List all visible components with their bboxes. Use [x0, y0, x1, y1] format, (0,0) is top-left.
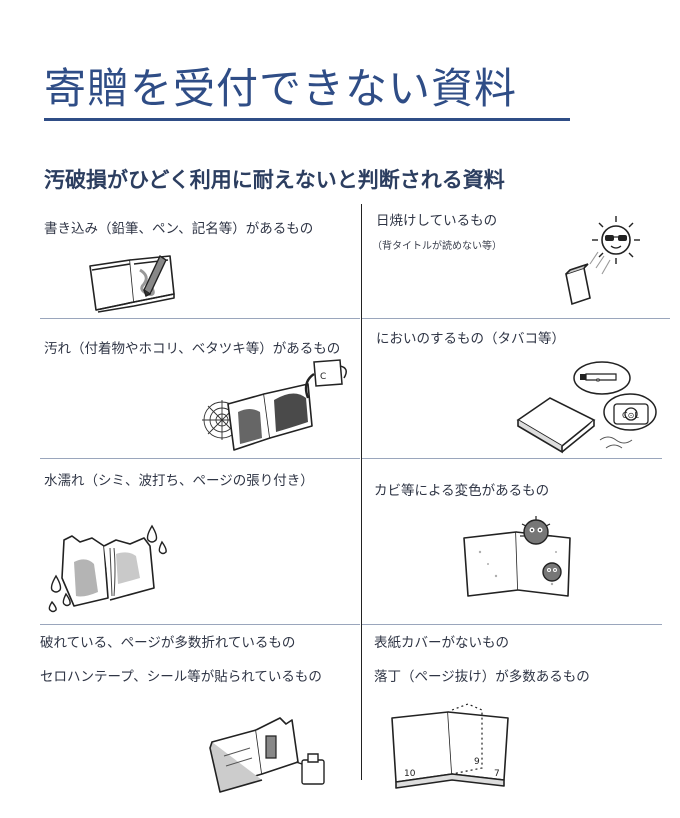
sun-and-faded-book-illustration	[560, 212, 650, 308]
row-divider-1-right	[362, 318, 670, 319]
item-missing-pages-label: 落丁（ページ抜け）が多数あるもの	[374, 669, 590, 685]
perfume-letter: O	[596, 378, 600, 384]
column-divider	[361, 204, 362, 780]
item-dirt-label: 汚れ（付着物やホコリ、ベタツキ等）があるもの	[44, 341, 341, 357]
missing-pages-book-illustration: 10 9 7	[386, 700, 526, 790]
page-number-left: 10	[404, 769, 416, 779]
moldy-book-illustration	[460, 512, 580, 602]
item-mold-label: カビ等による変色があるもの	[374, 483, 550, 499]
item-smell-label: においのするもの（タバコ等）	[376, 331, 565, 347]
item-tape-label: セロハンテープ、シール等が貼られているもの	[40, 669, 322, 685]
dirty-book-illustration: C	[198, 358, 352, 454]
smelly-book-illustration: C⊙L O	[510, 360, 660, 456]
wet-book-illustration	[44, 518, 172, 616]
mold-germ-icon	[520, 516, 552, 544]
page-title: 寄贈を受付できない資料	[44, 64, 518, 113]
coffee-cup-icon	[306, 360, 346, 398]
camera-letters: C⊙L	[622, 411, 639, 420]
item-no-cover-label: 表紙カバーがないもの	[374, 635, 509, 651]
item-sunburn-note: （背タイトルが読めない等）	[372, 241, 502, 252]
sun-icon	[592, 216, 640, 264]
item-sunburn-label: 日焼けしているもの	[376, 213, 498, 229]
section-subtitle: 汚破損がひどく利用に耐えないと判断される資料	[44, 168, 505, 192]
page-number-mid: 9	[474, 757, 480, 767]
item-water-label: 水濡れ（シミ、波打ち、ページの張り付き）	[44, 473, 314, 489]
row-divider-2-left	[40, 458, 360, 459]
page-number-right: 7	[494, 769, 500, 779]
title-underline	[44, 118, 570, 121]
item-writing-label: 書き込み（鉛筆、ペン、記名等）があるもの	[44, 221, 314, 237]
row-divider-3-left	[40, 624, 360, 625]
row-divider-2-right	[362, 458, 662, 459]
row-divider-3-right	[362, 624, 662, 625]
mold-germ-small-icon	[543, 563, 561, 581]
torn-book-illustration	[206, 712, 340, 802]
tape-roll-icon	[296, 754, 324, 784]
book-writing-illustration	[86, 250, 186, 312]
row-divider-1-left	[40, 318, 360, 319]
water-drop-icons	[49, 526, 166, 612]
item-torn-label: 破れている、ページが多数折れているもの	[40, 635, 296, 651]
perfume-camera-bubble-icon	[604, 394, 656, 430]
cigarette-bubble-icon	[574, 362, 630, 394]
cup-letter: C	[320, 372, 326, 382]
